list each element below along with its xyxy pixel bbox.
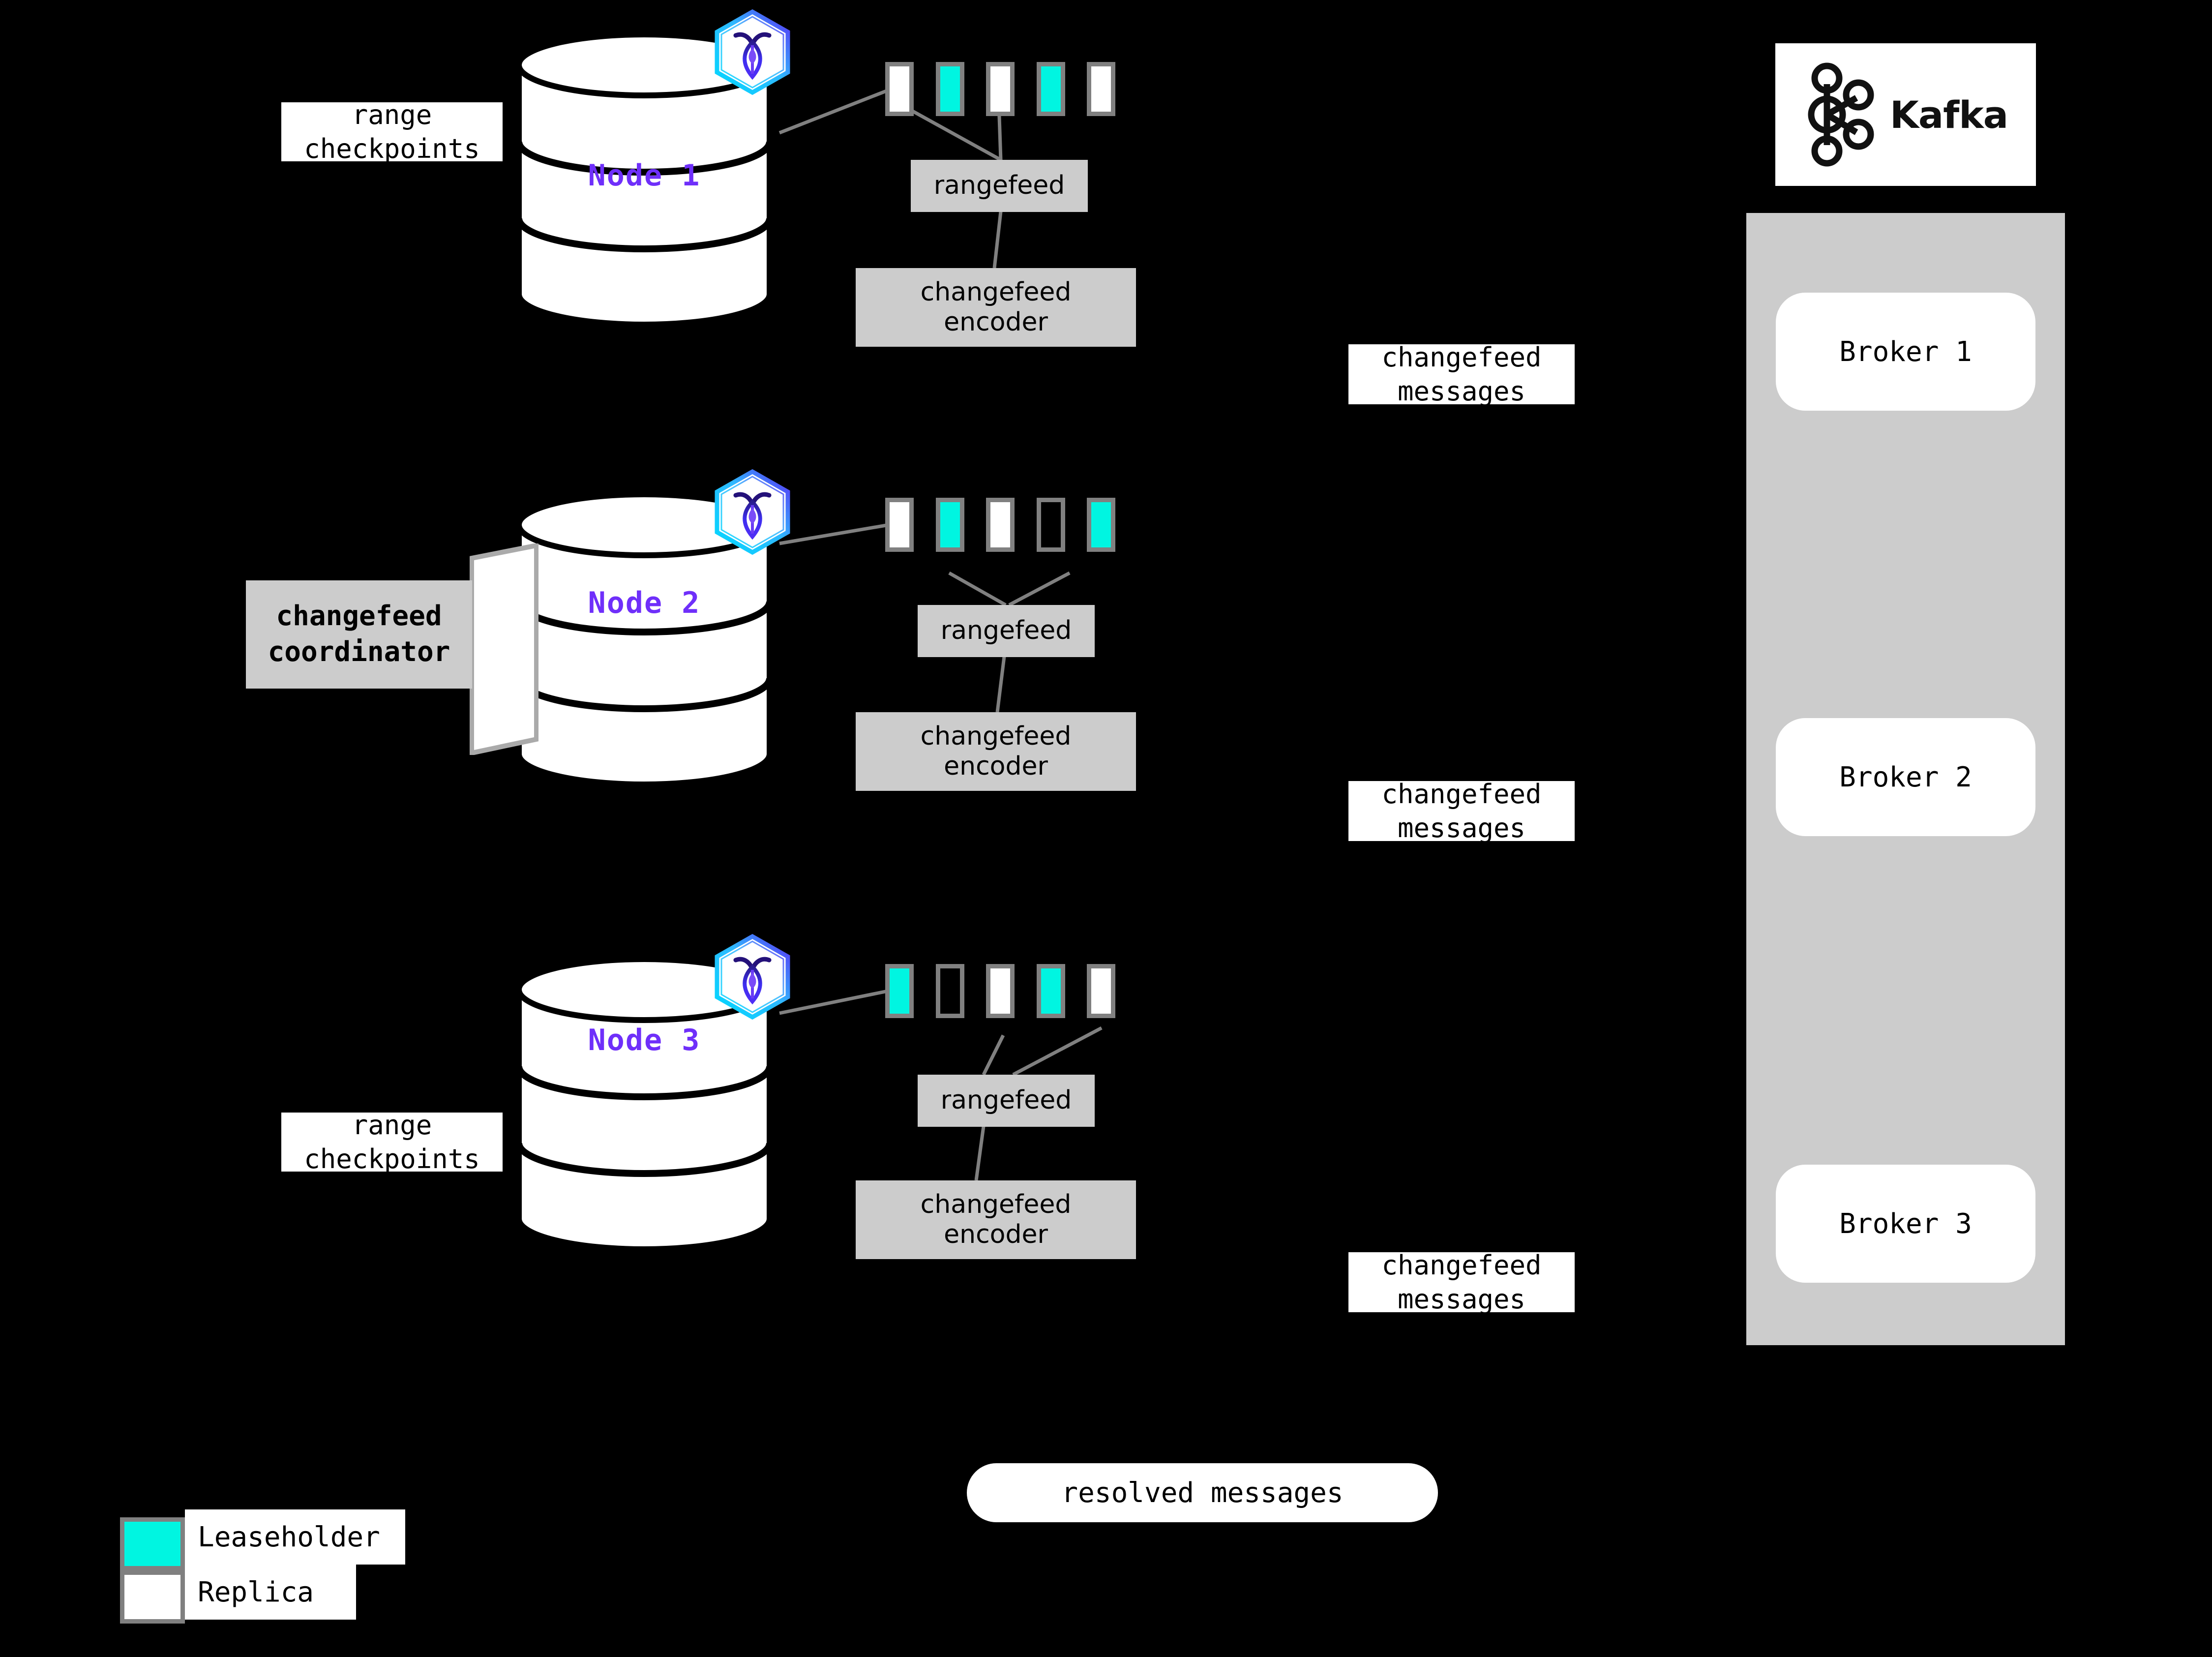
node-3-range-2[interactable] bbox=[936, 964, 964, 1018]
coordinator-connector-tab bbox=[470, 543, 538, 755]
node-3-range-4[interactable] bbox=[1037, 964, 1065, 1018]
node-2-range-5[interactable] bbox=[1087, 498, 1115, 552]
node-1-range-checkpoints-label: range checkpoints bbox=[281, 99, 503, 164]
cockroachdb-hexagon-icon bbox=[713, 9, 792, 95]
legend-swatch-leaseholder bbox=[120, 1517, 185, 1570]
resolved-messages-pill: resolved messages bbox=[967, 1463, 1438, 1522]
changefeed-coordinator-box[interactable]: changefeed coordinator bbox=[246, 580, 472, 689]
node-2-changefeed-messages-label: changefeed messages bbox=[1348, 779, 1575, 844]
node-3-range-1[interactable] bbox=[885, 964, 914, 1018]
node-1-range-1[interactable] bbox=[885, 62, 914, 116]
node-1-changefeed-encoder-box[interactable]: changefeed encoder bbox=[856, 268, 1136, 347]
node-1-range-3[interactable] bbox=[986, 62, 1015, 116]
node-2-range-3[interactable] bbox=[986, 498, 1015, 552]
kafka-wordmark: Kafka bbox=[1889, 92, 2008, 137]
node-1-changefeed-messages-label: changefeed messages bbox=[1348, 342, 1575, 407]
broker-2[interactable]: Broker 2 bbox=[1776, 718, 2035, 836]
node-3-range-3[interactable] bbox=[986, 964, 1015, 1018]
broker-3[interactable]: Broker 3 bbox=[1776, 1165, 2035, 1283]
legend-label-leaseholder: Leaseholder bbox=[185, 1509, 405, 1565]
node-2-rangefeed-box[interactable]: rangefeed bbox=[918, 605, 1095, 657]
node-1-rangefeed-box[interactable]: rangefeed bbox=[911, 160, 1088, 212]
node-3-rangefeed-box[interactable]: rangefeed bbox=[918, 1075, 1095, 1127]
node-1-range-5[interactable] bbox=[1087, 62, 1115, 116]
node-3-range-5[interactable] bbox=[1087, 964, 1115, 1018]
node-3-changefeed-encoder-box[interactable]: changefeed encoder bbox=[856, 1180, 1136, 1259]
legend-swatch-replica bbox=[120, 1570, 185, 1624]
node-2-range-4[interactable] bbox=[1037, 498, 1065, 552]
cockroachdb-hexagon-icon bbox=[713, 469, 792, 555]
node-2-range-2[interactable] bbox=[936, 498, 964, 552]
node-1-range-2[interactable] bbox=[936, 62, 964, 116]
node-2-changefeed-encoder-box[interactable]: changefeed encoder bbox=[856, 712, 1136, 791]
broker-1[interactable]: Broker 1 bbox=[1776, 293, 2035, 411]
kafka-logo: Kafka bbox=[1775, 43, 2036, 186]
kafka-node-graph-icon bbox=[1808, 62, 1874, 167]
legend-label-replica: Replica bbox=[185, 1565, 356, 1620]
node-3-changefeed-messages-label: changefeed messages bbox=[1348, 1250, 1575, 1315]
node-3-range-checkpoints-label: range checkpoints bbox=[281, 1110, 503, 1175]
node-1-range-4[interactable] bbox=[1037, 62, 1065, 116]
cockroachdb-hexagon-icon bbox=[713, 934, 792, 1020]
node-2-range-1[interactable] bbox=[885, 498, 914, 552]
